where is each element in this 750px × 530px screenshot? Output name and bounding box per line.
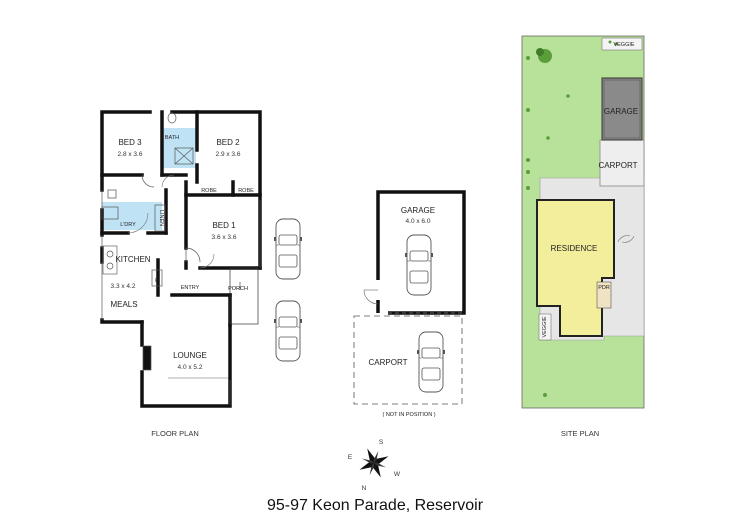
garage-size: 4.0 x 6.0	[406, 218, 431, 225]
site-pdr	[596, 281, 612, 309]
carport-car	[416, 331, 446, 393]
compass-e: E	[348, 454, 353, 461]
site-veggie-side-label: VEGGIE	[542, 316, 548, 337]
floor-plan: BED 3 2.8 x 3.6 BATH BED 2 2.9 x 3.6 ROB…	[100, 110, 303, 438]
pantry-label: P	[155, 278, 159, 284]
door-swings	[127, 174, 215, 269]
garage-label: GARAGE	[401, 206, 435, 215]
robe2-label: ROBE	[238, 188, 254, 194]
bed1-size: 3.6 x 3.6	[212, 234, 237, 241]
site-residence-label: RESIDENCE	[551, 244, 598, 253]
not-in-position-note: ( NOT IN POSITION )	[382, 412, 435, 418]
robe1-label: ROBE	[201, 188, 217, 194]
kitchen-size: 3.3 x 4.2	[111, 283, 136, 290]
compass-s: S	[379, 439, 384, 446]
floor-plan-walls	[100, 110, 262, 408]
kitchen-label: KITCHEN	[115, 255, 150, 264]
linen-label: LINEN	[158, 210, 164, 226]
site-residence	[536, 199, 615, 337]
driveway-car-1	[273, 218, 303, 280]
site-veggie-top	[601, 37, 643, 51]
compass-n: N	[362, 485, 367, 492]
floor-plan-details	[101, 112, 261, 405]
laundry-label: L'DRY	[120, 222, 136, 228]
garage-door-swing	[363, 289, 379, 305]
site-plan: VEGGIE GARAGE CARPORT RESIDENCE PDR VEGG…	[521, 35, 645, 438]
garage-car	[404, 234, 434, 296]
site-garage-label: GARAGE	[604, 107, 638, 116]
site-trees	[526, 40, 618, 397]
lounge-label: LOUNGE	[173, 351, 207, 360]
property-address-title: 95-97 Keon Parade, Reservoir	[266, 497, 484, 514]
bed3-size: 2.8 x 3.6	[118, 151, 143, 158]
entry-label: ENTRY	[181, 285, 200, 291]
driveway-car-2	[273, 300, 303, 362]
meals-label: MEALS	[110, 300, 137, 309]
bath-label: BATH	[165, 135, 179, 141]
garage-plan: GARAGE 4.0 x 6.0 CARPORT ( NOT IN POSITI…	[353, 190, 466, 418]
compass-w: W	[394, 471, 401, 478]
carport-outline	[353, 315, 463, 405]
site-veggie-top-label: VEGGIE	[613, 42, 634, 48]
site-carport-label: CARPORT	[599, 161, 638, 170]
floor-plan-caption: FLOOR PLAN	[151, 429, 199, 438]
porch-label: PORCH	[228, 286, 248, 292]
site-garage	[601, 77, 643, 141]
site-veggie-side	[538, 313, 552, 341]
lounge-size: 4.0 x 5.2	[178, 364, 203, 371]
bed1-label: BED 1	[212, 221, 236, 230]
bed2-label: BED 2	[216, 138, 240, 147]
bed2-size: 2.9 x 3.6	[216, 151, 241, 158]
carport-label: CARPORT	[369, 358, 408, 367]
compass-rose-icon	[359, 448, 389, 478]
bed3-label: BED 3	[118, 138, 142, 147]
site-plan-caption: SITE PLAN	[561, 429, 599, 438]
site-pdr-label: PDR	[598, 285, 610, 291]
